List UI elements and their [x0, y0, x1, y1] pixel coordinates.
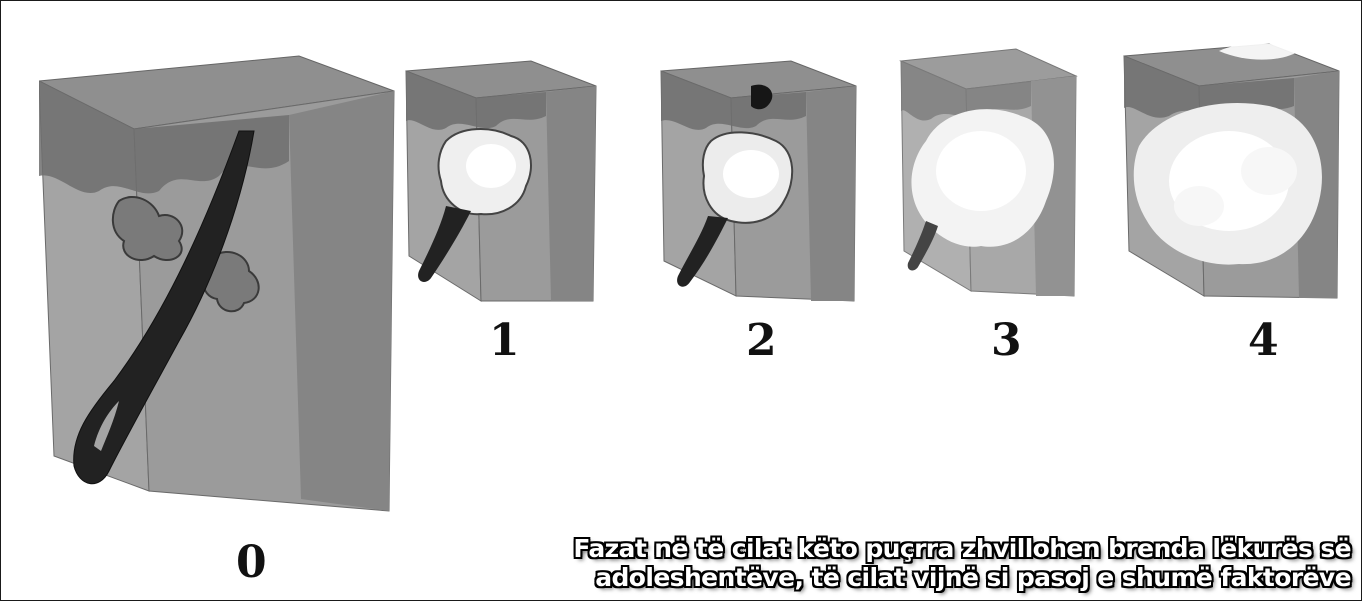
caption-line-2: adoleshentëve, të cilat vijnë si pasoj e…: [573, 563, 1351, 592]
stage-number-0: 0: [236, 541, 267, 585]
skin-block-stage-3: [896, 41, 1081, 301]
caption-line-1: Fazat në të cilat këto puçrra zhvillohen…: [573, 534, 1351, 563]
skin-block-stage-1: [401, 56, 601, 306]
skin-block-stage-0: [39, 51, 399, 521]
caption: Fazat në të cilat këto puçrra zhvillohen…: [573, 534, 1351, 592]
stage-number-1: 1: [489, 319, 520, 363]
skin-block-stage-4: [1119, 36, 1344, 301]
stage-number-4: 4: [1248, 319, 1279, 363]
stage-number-3: 3: [991, 319, 1022, 363]
stage-number-2: 2: [746, 319, 777, 363]
skin-block-stage-2: [656, 56, 861, 306]
